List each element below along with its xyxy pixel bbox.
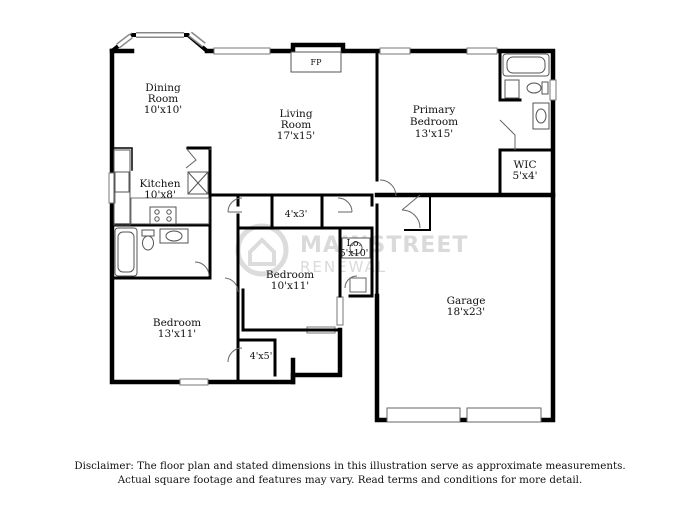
disclaimer-line-1: Disclaimer: The floor plan and stated di…: [74, 460, 626, 472]
garage-name: Garage: [447, 295, 486, 307]
stove-icon: [149, 206, 177, 225]
watermark-line1: MAINSTREET: [300, 233, 468, 258]
center-bedroom-dims: 10'x11': [271, 280, 309, 292]
toilet-tank-icon: [141, 229, 155, 237]
wic-name: WIC: [514, 159, 537, 171]
kitchen-fixtures: [113, 149, 210, 226]
disclaimer: Disclaimer: The floor plan and stated di…: [0, 459, 700, 487]
sink-icon: [535, 108, 547, 124]
shower-icon: [504, 79, 520, 99]
closet-4x3-dims: 4'x3': [285, 209, 308, 220]
left-bedroom-name: Bedroom: [153, 317, 201, 329]
garage-doors: [386, 407, 542, 423]
primary-bedroom-name-1: Primary: [413, 104, 456, 116]
closet-4x5-dims: 4'x5': [250, 351, 273, 362]
living-room-dims: 17'x15': [277, 130, 315, 142]
fireplace: FP: [290, 51, 342, 73]
wic-dims: 5'x4': [512, 170, 537, 182]
sink-icon: [165, 230, 183, 242]
watermark-line2: RENEWAL: [300, 258, 387, 276]
watermark-house-icon: [248, 237, 276, 266]
kitchen-sink-icon: [114, 171, 130, 193]
bathtub-icon: [114, 227, 138, 277]
disclaimer-line-2: Actual square footage and features may v…: [117, 474, 583, 486]
exterior-walls: [109, 42, 556, 423]
dining-room-dims: 10'x10': [144, 104, 182, 116]
laundry-fixtures: [341, 237, 371, 259]
dining-room-name-1: Dining: [145, 82, 181, 94]
washer-icon: [341, 237, 371, 259]
left-bedroom-dims: 13'x11': [158, 328, 196, 340]
watermark-logo-ring: [235, 223, 289, 277]
kitchen-name: Kitchen: [139, 178, 180, 190]
toilet-icon: [142, 235, 154, 251]
watermark: MAINSTREET RENEWAL: [235, 223, 468, 277]
bathtub-icon: [502, 53, 550, 77]
laundry-name: Lo.: [347, 238, 362, 249]
dining-room-name-2: Room: [148, 93, 179, 105]
kitchen-dims: 10'x8': [144, 189, 176, 201]
living-room-name-1: Living: [279, 108, 312, 120]
primary-bedroom-name-2: Bedroom: [410, 116, 458, 128]
toilet-tank-icon: [541, 81, 549, 95]
laundry-dims: 5'x10': [340, 248, 369, 259]
center-bedroom-name: Bedroom: [266, 269, 314, 281]
fireplace-label: FP: [311, 58, 323, 67]
entry-step: [349, 277, 367, 293]
toilet-icon: [526, 82, 542, 94]
bathroom-primary-fixtures: [502, 53, 550, 130]
primary-bedroom-dims: 13'x15': [415, 128, 453, 140]
garage-dims: 18'x23': [447, 306, 485, 318]
room-labels: Dining Room 10'x10' Living Room 17'x15' …: [139, 82, 537, 362]
door-swings: [185, 119, 516, 363]
dining-bay-window: [110, 31, 209, 53]
living-room-name-2: Room: [281, 119, 312, 131]
bathroom-left-fixtures: [114, 227, 189, 277]
